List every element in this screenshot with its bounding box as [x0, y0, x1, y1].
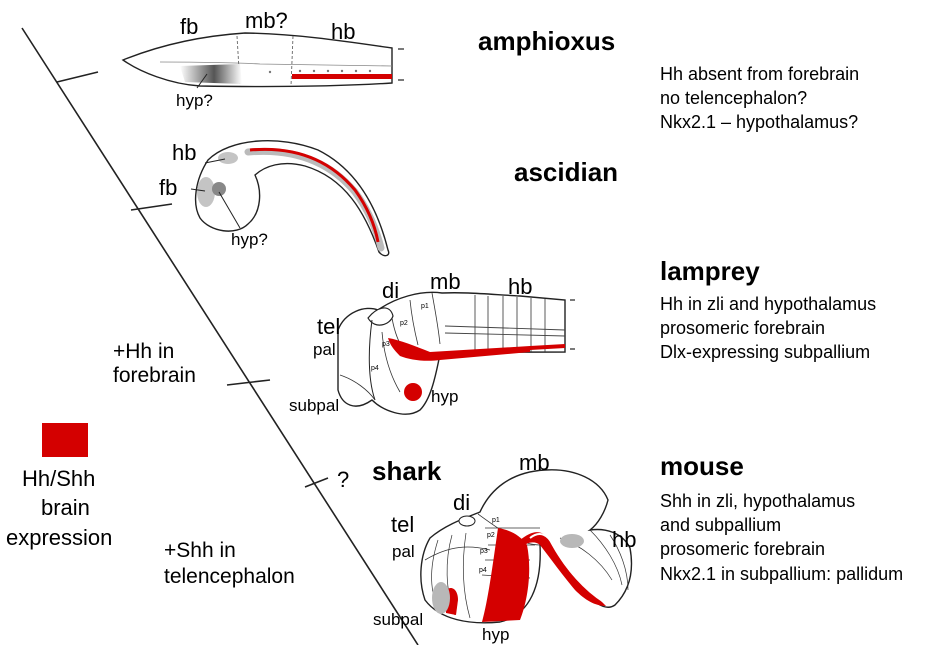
- legend-line1: Hh/Shh: [22, 466, 95, 491]
- mouse-note-3: prosomeric forebrain: [660, 539, 825, 559]
- lamprey-note-1: Hh in zli and hypothalamus: [660, 294, 876, 314]
- amphioxus-label-hyp: hyp?: [176, 91, 213, 110]
- lamprey-label-tel: tel: [317, 314, 340, 339]
- ascidian-hyp-grey: [212, 182, 226, 196]
- ascidian-fb-grey: [197, 177, 215, 207]
- species-ascidian: ascidian: [514, 157, 618, 187]
- shark-unknown-mark: ?: [337, 467, 349, 492]
- mouse-label-subpal: subpal: [373, 610, 423, 629]
- ascidian-brain: hb fb hyp?: [159, 140, 389, 256]
- mouse-note-2: and subpallium: [660, 515, 781, 535]
- amphioxus-notes: Hh absent from forebrain no telencephalo…: [660, 64, 859, 132]
- lamprey-p4: p4: [371, 365, 379, 372]
- amphioxus-label-hb: hb: [331, 19, 355, 44]
- lamprey-notes: Hh in zli and hypothalamus prosomeric fo…: [660, 294, 876, 362]
- species-shark: shark: [372, 456, 442, 486]
- lamprey-p2: p2: [400, 320, 408, 327]
- mouse-p4: p4: [479, 567, 487, 574]
- lamprey-brain: p1 p2 p3 p4 tel di mb hb pal subpal hyp: [289, 269, 575, 415]
- mouse-label-pal: pal: [392, 542, 415, 561]
- mouse-label-mb: mb: [519, 450, 550, 475]
- legend: Hh/Shh brain expression: [6, 423, 112, 550]
- telencephalon-note-line1: +Shh in: [164, 539, 236, 562]
- lamprey-expression-hyp-spot: [404, 383, 422, 401]
- forebrain-note-line2: forebrain: [113, 364, 196, 387]
- species-amphioxus: amphioxus: [478, 26, 615, 56]
- amphioxus-note-3: Nkx2.1 – hypothalamus?: [660, 112, 858, 132]
- mouse-label-di: di: [453, 490, 470, 515]
- species-lamprey: lamprey: [660, 256, 760, 286]
- lamprey-p3: p3: [382, 341, 390, 348]
- amphioxus-hyp-shading: [180, 64, 242, 84]
- ascidian-label-hyp: hyp?: [231, 230, 268, 249]
- amphioxus-label-mb: mb?: [245, 8, 288, 33]
- mouse-p2: p2: [487, 532, 495, 539]
- lamprey-note-3: Dlx-expressing subpallium: [660, 342, 870, 362]
- mouse-label-hyp: hyp: [482, 625, 509, 644]
- amphioxus-label-fb: fb: [180, 14, 198, 39]
- lamprey-label-subpal: subpal: [289, 396, 339, 415]
- ascidian-label-hb: hb: [172, 140, 196, 165]
- legend-line2: brain: [41, 495, 90, 520]
- amphioxus-expression-stripe: [292, 74, 392, 79]
- branch-amphioxus: [57, 72, 98, 82]
- mouse-note-1: Shh in zli, hypothalamus: [660, 491, 855, 511]
- amphioxus-brain: fb mb? hb hyp?: [123, 8, 404, 110]
- lamprey-label-di: di: [382, 278, 399, 303]
- mouse-notes: Shh in zli, hypothalamus and subpallium …: [660, 491, 903, 584]
- mouse-note-4: Nkx2.1 in subpallium: pallidum: [660, 564, 903, 584]
- telencephalon-note-line2: telencephalon: [164, 565, 295, 588]
- lamprey-label-hb: hb: [508, 274, 532, 299]
- legend-line3: expression: [6, 525, 112, 550]
- lamprey-label-hyp: hyp: [431, 387, 458, 406]
- mouse-subpal-grey: [432, 582, 450, 614]
- amphioxus-note-1: Hh absent from forebrain: [660, 64, 859, 84]
- mouse-p1: p1: [492, 517, 500, 524]
- species-mouse: mouse: [660, 451, 744, 481]
- lamprey-note-2: prosomeric forebrain: [660, 318, 825, 338]
- legend-swatch: [42, 423, 88, 457]
- amphioxus-note-2: no telencephalon?: [660, 88, 807, 108]
- lamprey-label-pal: pal: [313, 340, 336, 359]
- mouse-label-hb: hb: [612, 527, 636, 552]
- mouse-hb-grey: [560, 534, 584, 548]
- lamprey-p1: p1: [421, 303, 429, 310]
- ascidian-label-fb: fb: [159, 175, 177, 200]
- ascidian-hb-grey: [218, 152, 238, 164]
- mouse-label-tel: tel: [391, 512, 414, 537]
- forebrain-note-line1: +Hh in: [113, 340, 174, 363]
- mouse-p3: p3: [480, 548, 488, 555]
- lamprey-label-mb: mb: [430, 269, 461, 294]
